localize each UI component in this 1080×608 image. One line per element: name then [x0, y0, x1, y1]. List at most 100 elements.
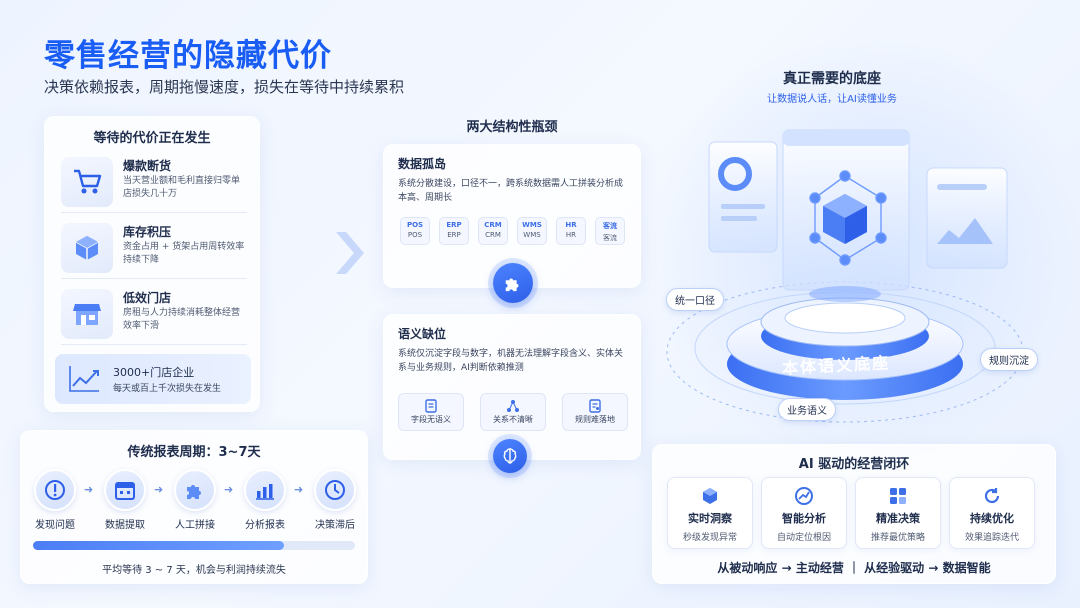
loop-item-title: 精准决策 — [876, 512, 920, 525]
calendar-icon — [104, 469, 146, 511]
system-item-wms: WMS WMS — [517, 217, 547, 245]
cube-icon — [668, 486, 752, 506]
decision-grid-icon — [856, 486, 940, 506]
silo-title: 数据孤岛 — [398, 157, 447, 171]
silo-desc: 系统分散建设，口径不一，跨系统数据需人工拼装分析成本高、周期长 — [398, 179, 624, 203]
cost-item-desc: 房租与人力持续消耗整体经营效率下滑 — [123, 308, 241, 331]
loop-item-desc: 自动定位根因 — [776, 533, 831, 543]
alert-icon — [34, 469, 76, 511]
field-doc-icon — [399, 398, 463, 413]
tag-rule-precipitation: 规则沉淀 — [980, 348, 1038, 371]
step-label: 发现问题 — [35, 520, 75, 531]
semantic-item-rule: 规则难落地 — [562, 393, 628, 431]
step-label: 分析报表 — [245, 520, 285, 531]
step-analyze: 分析报表 — [233, 469, 297, 531]
cost-item-desc: 当天营业额和毛利直接归零单店损失几十万 — [123, 176, 241, 199]
loop-item-desc: 效果追踪迭代 — [964, 533, 1019, 543]
page-title: 零售经营的隐藏代价 — [44, 38, 332, 74]
foundation-illustration — [666, 129, 1024, 423]
system-item-pos: POS POS — [400, 217, 430, 245]
cost-heading: 等待的代价正在发生 — [93, 131, 211, 146]
progress-fill — [33, 541, 285, 550]
arrow-right-icon: ➜ — [84, 483, 94, 496]
cost-item-title: 库存积压 — [123, 225, 172, 239]
step-extract: 数据提取 — [93, 469, 157, 531]
semantic-item-label: 规则难落地 — [575, 415, 615, 424]
semantic-item-label: 关系不清晰 — [493, 415, 533, 424]
semantic-item-field: 字段无语义 — [398, 393, 464, 431]
puzzle-hub-icon — [493, 263, 533, 303]
step-stitch: 人工拼接 — [163, 469, 227, 531]
loop-heading: AI 驱动的经营闭环 — [798, 457, 910, 472]
system-name: POS — [407, 231, 423, 239]
loop-item-title: 智能分析 — [782, 512, 826, 525]
system-item-crm: CRM CRM — [478, 217, 508, 245]
inventory-box-icon — [61, 223, 113, 273]
cost-item-title: 低效门店 — [123, 291, 172, 305]
brain-icon — [493, 439, 527, 473]
loop-item-insight: 实时洞察 秒级发现异常 — [667, 477, 753, 549]
analysis-icon — [762, 486, 846, 506]
cost-item-title: 爆款断货 — [123, 159, 172, 173]
report-chart-icon — [244, 469, 286, 511]
system-abbr: ERP — [446, 221, 462, 229]
loop-item-title: 持续优化 — [970, 512, 1014, 525]
system-abbr: HR — [565, 221, 577, 229]
system-abbr: 客流 — [603, 222, 617, 230]
report-cycle-card: 传统报表周期：3~7天 发现问题 ➜ 数据提取 ➜ 人工拼接 ➜ 分析报表 ➜ … — [20, 430, 368, 584]
ai-loop-card: AI 驱动的经营闭环 实时洞察 秒级发现异常 智能分析 自动定位根因 精准决策 … — [652, 444, 1056, 584]
arrow-right-icon: ➜ — [154, 483, 164, 496]
step-delay: 决策滞后 — [303, 469, 367, 531]
puzzle-icon — [174, 469, 216, 511]
system-item-erp: ERP ERP — [439, 217, 469, 245]
loop-item-desc: 推荐最优策略 — [870, 533, 925, 543]
semantic-item-relation: 关系不清晰 — [480, 393, 546, 431]
loop-footer: 从被动响应 → 主动经营 ｜ 从经验驱动 → 数据智能 — [717, 561, 991, 575]
step-discover: 发现问题 — [23, 469, 87, 531]
system-item-hr: HR HR — [556, 217, 586, 245]
trend-chart-icon — [67, 364, 101, 398]
cost-item-stockout: 爆款断货 当天营业额和毛利直接归零单店损失几十万 — [61, 157, 247, 213]
shopping-cart-icon — [61, 157, 113, 207]
loop-item-desc: 秒级发现异常 — [682, 533, 737, 543]
arrow-right-icon: ➜ — [224, 483, 234, 496]
cycle-footer: 平均等待 3 ~ 7 天，机会与利润持续流失 — [102, 565, 286, 576]
flow-arrow-icon — [334, 224, 368, 286]
system-name: HR — [565, 231, 577, 239]
semantic-title: 语义缺位 — [398, 327, 447, 341]
system-name: CRM — [485, 231, 501, 239]
bottleneck-heading: 两大结构性瓶颈 — [466, 120, 558, 135]
clock-icon — [314, 469, 356, 511]
foundation-subtitle: 让数据说人话，让AI读懂业务 — [767, 94, 897, 105]
cycle-heading: 传统报表周期：3~7天 — [127, 445, 261, 460]
step-label: 决策滞后 — [315, 520, 355, 531]
system-name: ERP — [447, 231, 461, 239]
system-name: WMS — [523, 231, 541, 239]
system-name: 客流 — [603, 234, 617, 242]
cost-item-desc: 资金占用 + 货架占用周转效率持续下降 — [123, 242, 245, 265]
data-silo-card: 数据孤岛 系统分散建设，口径不一，跨系统数据需人工拼装分析成本高、周期长 POS… — [383, 144, 641, 303]
arrow-right-icon: ➜ — [294, 483, 304, 496]
system-abbr: CRM — [484, 221, 502, 229]
step-label: 人工拼接 — [175, 520, 215, 531]
system-abbr: POS — [406, 221, 424, 229]
page-subtitle: 决策依赖报表，周期拖慢速度，损失在等待中持续累积 — [44, 78, 405, 96]
stat-detail: 每天或百上千次损失在发生 — [113, 384, 222, 394]
tag-business-semantics: 业务语义 — [778, 398, 836, 421]
semantic-gap-card: 语义缺位 系统仅沉淀字段与数字，机器无法理解字段含义、实体关系与业务规则，AI判… — [383, 314, 641, 473]
loop-item-decision: 精准决策 推荐最优策略 — [855, 477, 941, 549]
cost-card: 等待的代价正在发生 爆款断货 当天营业额和毛利直接归零单店损失几十万 库存积压 … — [44, 116, 260, 412]
waiting-progress-bar — [33, 541, 355, 550]
step-label: 数据提取 — [105, 520, 145, 531]
cost-item-inventory: 库存积压 资金占用 + 货架占用周转效率持续下降 — [61, 223, 247, 279]
semantic-item-label: 字段无语义 — [411, 415, 451, 424]
rule-doc-icon — [563, 398, 627, 413]
store-icon — [61, 289, 113, 339]
relation-icon — [481, 398, 545, 412]
system-abbr: WMS — [522, 221, 542, 229]
refresh-icon — [950, 486, 1034, 506]
loop-item-title: 实时洞察 — [688, 512, 732, 525]
cost-stat-banner: 3000+门店企业 每天或百上千次损失在发生 — [55, 354, 251, 404]
cost-item-store: 低效门店 房租与人力持续消耗整体经营效率下滑 — [61, 289, 247, 345]
semantic-desc: 系统仅沉淀字段与数字，机器无法理解字段含义、实体关系与业务规则，AI判断依赖推测 — [398, 349, 624, 373]
